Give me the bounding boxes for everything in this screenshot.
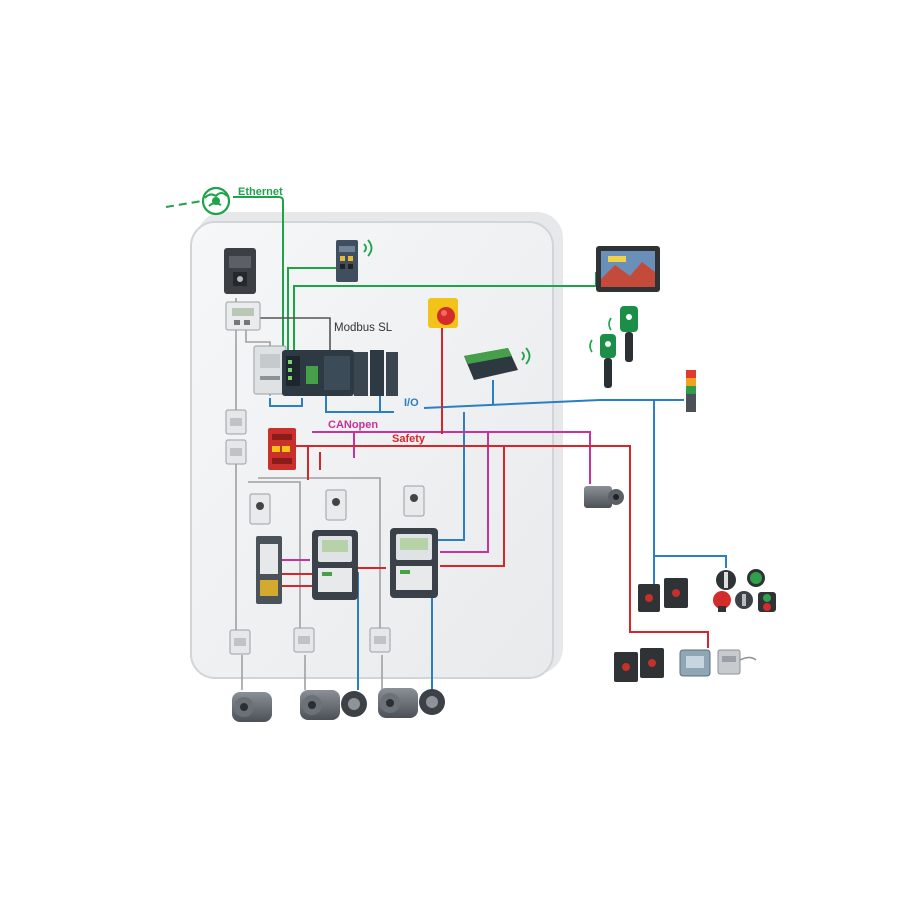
contactor-4 xyxy=(293,627,315,653)
limit-switch-box xyxy=(679,649,711,677)
contactor-3 xyxy=(229,629,251,655)
stack-light-beacon xyxy=(686,370,696,412)
power-supply xyxy=(253,345,287,395)
contactor-5 xyxy=(369,627,391,653)
motor-breaker-3 xyxy=(403,485,425,517)
load-cell xyxy=(717,649,757,675)
ethernet-line-to-plc xyxy=(233,196,284,358)
wireless-signal-icon xyxy=(589,317,612,353)
canopen-drive-3 xyxy=(440,432,489,553)
power-line-mid xyxy=(248,481,301,630)
photo-sensor-1 xyxy=(638,584,660,612)
ethernet-line-to-switch xyxy=(287,267,336,360)
wireless-signal-icon xyxy=(521,347,531,365)
energy-meter xyxy=(225,301,261,331)
safety-drive-3 xyxy=(440,446,505,567)
emergency-stop-button xyxy=(428,298,458,328)
photo-sensor-2 xyxy=(664,578,688,608)
io-line-to-beacon xyxy=(423,399,684,409)
hmi-touch-panel xyxy=(596,246,660,292)
wireless-pendant-right xyxy=(620,306,638,362)
contactor-1 xyxy=(225,409,247,435)
variable-speed-drive-1 xyxy=(312,530,358,600)
motor-breaker-1 xyxy=(249,493,271,525)
servo-motor xyxy=(584,486,624,508)
ethernet-switch xyxy=(336,240,358,282)
soft-starter xyxy=(256,536,282,604)
ethernet-label: Ethernet xyxy=(238,186,283,198)
wireless-receiver xyxy=(464,348,518,380)
photo-sensor-3 xyxy=(614,652,638,682)
globe-cloud-icon xyxy=(201,186,231,216)
contactor-2 xyxy=(225,439,247,465)
plc-controller xyxy=(282,350,398,396)
variable-speed-drive-2 xyxy=(390,528,438,598)
io-line-drive-3 xyxy=(438,412,465,541)
modbus-label: Modbus SL xyxy=(334,322,393,334)
wireless-signal-icon xyxy=(363,239,373,257)
canopen-label: CANopen xyxy=(328,419,378,431)
wireless-pendant-left xyxy=(600,334,616,388)
io-label: I/O xyxy=(404,397,419,409)
mushroom-stop-button xyxy=(713,591,731,612)
encoder-2 xyxy=(419,689,445,715)
safety-module xyxy=(268,428,296,470)
io-line-to-pushbuttons xyxy=(653,400,727,568)
power-line-right xyxy=(258,477,381,630)
motor-breaker-2 xyxy=(325,489,347,521)
motor-1 xyxy=(232,692,272,722)
motor-2 xyxy=(300,690,340,720)
selector-switch xyxy=(716,570,736,590)
io-psu-link xyxy=(269,398,303,407)
io-line-plc xyxy=(325,396,394,413)
key-selector xyxy=(735,591,753,609)
canopen-main-line xyxy=(312,431,591,484)
motor-3 xyxy=(378,688,418,718)
encoder-1 xyxy=(341,691,367,717)
double-pushbutton xyxy=(758,592,776,612)
green-pushbutton xyxy=(747,569,765,587)
photo-sensor-4 xyxy=(640,648,664,678)
safety-network xyxy=(282,328,709,648)
circuit-breaker xyxy=(224,248,256,294)
safety-label: Safety xyxy=(392,433,426,445)
ethernet-dashed-uplink xyxy=(165,200,203,208)
